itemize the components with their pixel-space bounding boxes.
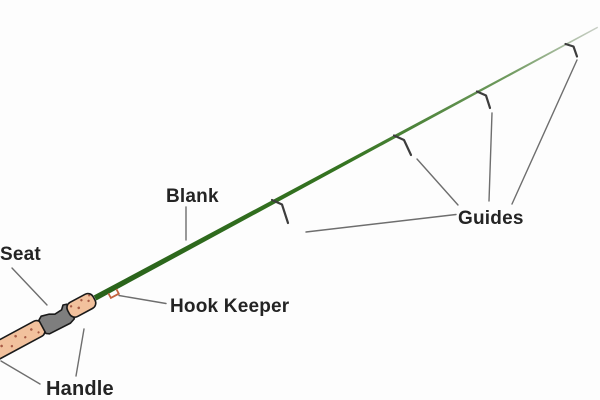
rod-foregrip (66, 292, 97, 318)
blank-label: Blank (166, 186, 219, 207)
hook-keeper (107, 288, 121, 300)
leader-handle-butt (0, 360, 41, 385)
rod-reel-seat (38, 303, 76, 335)
handle-label: Handle (46, 378, 114, 400)
leader-guide-1 (305, 213, 457, 233)
leader-seat (11, 267, 48, 306)
seat-label: Seat (0, 244, 41, 265)
leader-guide-3 (488, 112, 493, 202)
guide-marker-3 (475, 90, 492, 110)
guide-marker-2 (392, 134, 413, 157)
rod-blank (93, 26, 599, 301)
cork-speckles (0, 294, 91, 348)
guide-marker-4 (564, 42, 579, 58)
hook-keeper-label: Hook Keeper (170, 296, 290, 317)
guide-markers (270, 42, 579, 225)
leader-guide-2 (416, 158, 459, 206)
leader-lines (0, 59, 578, 385)
guides-label: Guides (458, 208, 524, 229)
leader-handle-fore (75, 328, 85, 377)
leader-hook-keeper (118, 294, 167, 305)
guide-marker-1 (270, 198, 290, 225)
rod-handle-grip (0, 319, 46, 361)
leader-guide-4 (511, 59, 578, 205)
